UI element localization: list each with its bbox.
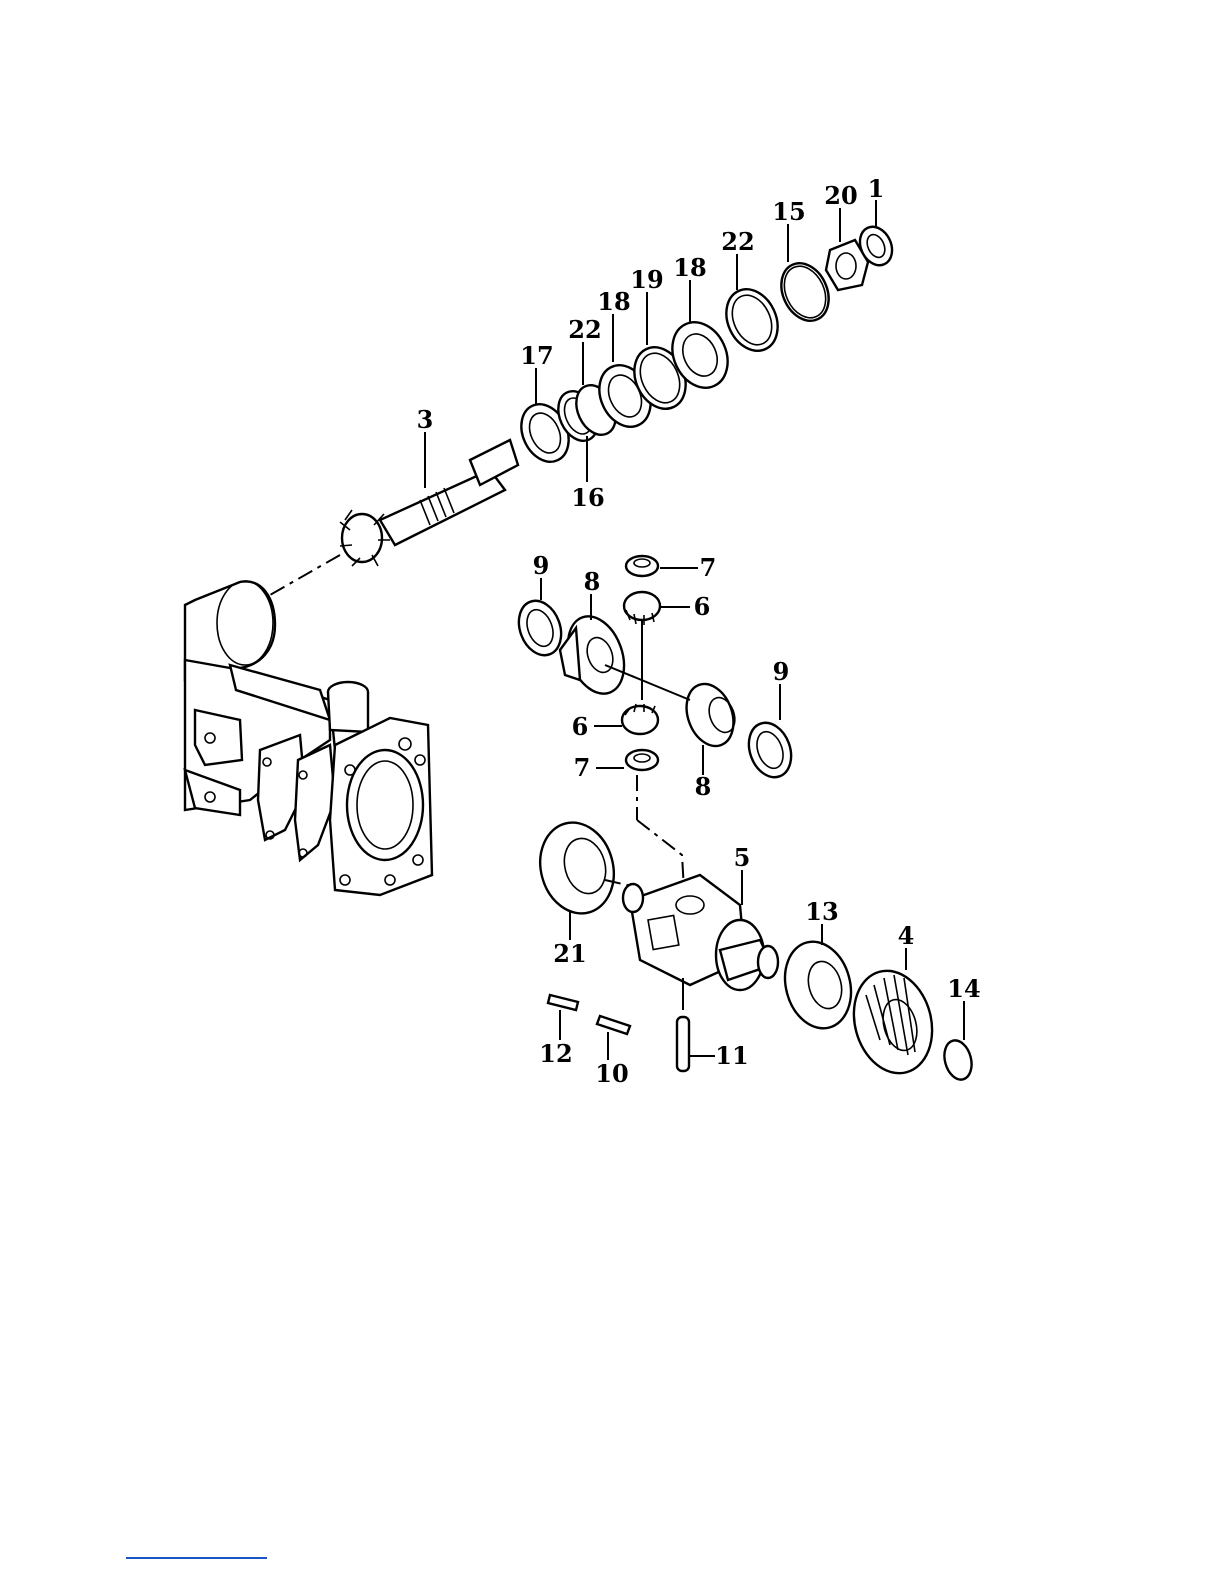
- pinion-shaft-part-3: [270, 440, 518, 595]
- label-part-4: 4: [898, 921, 915, 950]
- footer-link-underline[interactable]: [126, 1557, 267, 1559]
- label-part-21: 21: [553, 939, 586, 968]
- label-part-5: 5: [734, 843, 751, 872]
- label-part-8-upper: 8: [584, 567, 601, 596]
- label-part-7-upper: 7: [700, 553, 717, 582]
- label-part-12: 12: [539, 1039, 572, 1068]
- label-part-1: 1: [868, 174, 885, 203]
- label-part-6-lower: 6: [572, 712, 589, 741]
- label-part-15: 15: [772, 197, 805, 226]
- label-part-20: 20: [824, 181, 857, 210]
- label-part-22-lower: 22: [568, 315, 601, 344]
- label-part-18-upper: 18: [673, 253, 706, 282]
- label-part-14: 14: [947, 974, 980, 1003]
- label-part-11: 11: [715, 1041, 748, 1070]
- label-part-10: 10: [595, 1059, 628, 1088]
- label-part-16: 16: [571, 483, 604, 512]
- label-part-19: 19: [630, 265, 663, 294]
- label-part-7-lower: 7: [574, 753, 591, 782]
- label-part-9-right: 9: [773, 657, 790, 686]
- label-part-17: 17: [520, 341, 553, 370]
- label-part-9-left: 9: [533, 551, 550, 580]
- label-part-8-lower: 8: [695, 772, 712, 801]
- label-part-22-upper: 22: [721, 227, 754, 256]
- label-part-13: 13: [805, 897, 838, 926]
- label-part-6-upper: 6: [694, 592, 711, 621]
- label-part-3: 3: [417, 405, 434, 434]
- label-part-18-lower: 18: [597, 287, 630, 316]
- axle-housing: [185, 581, 432, 895]
